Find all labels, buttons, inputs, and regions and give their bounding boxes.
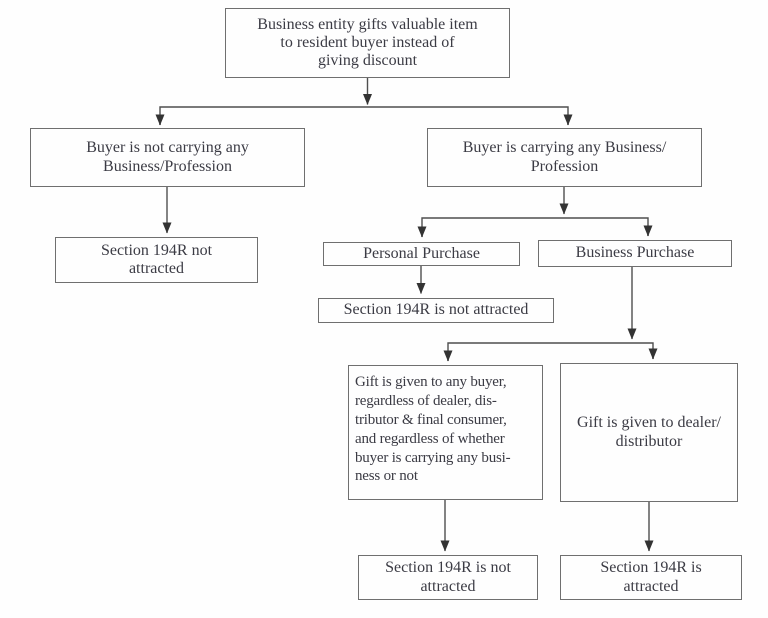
node-left-result-text: Section 194R not attracted xyxy=(100,241,213,277)
node-root: Business entity gifts valuable item to r… xyxy=(225,8,510,78)
node-gift-dealer-text: Gift is given to dealer/ distributor xyxy=(577,414,721,450)
node-bottom-left-result: Section 194R is not attracted xyxy=(358,555,538,600)
node-left-result: Section 194R not attracted xyxy=(55,237,258,283)
node-personal-result-text: Section 194R is not attracted xyxy=(343,301,529,319)
node-gift-dealer: Gift is given to dealer/ distributor xyxy=(560,363,738,502)
node-buyer-carrying-text: Buyer is carrying any Business/ Professi… xyxy=(462,139,667,175)
node-root-text: Business entity gifts valuable item to r… xyxy=(257,15,478,70)
node-gift-any-buyer: Gift is given to any buyer, regardless o… xyxy=(348,365,543,500)
node-bottom-right-result-text: Section 194R is attracted xyxy=(600,559,702,595)
splitter-3-bar xyxy=(447,342,654,361)
node-bottom-right-result: Section 194R is attracted xyxy=(560,555,742,600)
node-bottom-left-result-text: Section 194R is not attracted xyxy=(385,559,511,595)
node-business-purchase: Business Purchase xyxy=(538,240,732,267)
node-personal-result: Section 194R is not attracted xyxy=(318,298,554,323)
splitter-1-bar xyxy=(159,106,569,125)
node-business-purchase-text: Business Purchase xyxy=(575,244,695,262)
node-personal-purchase: Personal Purchase xyxy=(323,242,520,266)
node-personal-purchase-text: Personal Purchase xyxy=(363,244,480,262)
node-buyer-not-carrying: Buyer is not carrying any Business/Profe… xyxy=(30,128,305,187)
node-buyer-not-carrying-text: Buyer is not carrying any Business/Profe… xyxy=(86,139,249,175)
splitter-2-bar xyxy=(421,217,649,237)
node-buyer-carrying: Buyer is carrying any Business/ Professi… xyxy=(427,128,702,187)
node-gift-any-buyer-text: Gift is given to any buyer, regardless o… xyxy=(355,374,511,485)
